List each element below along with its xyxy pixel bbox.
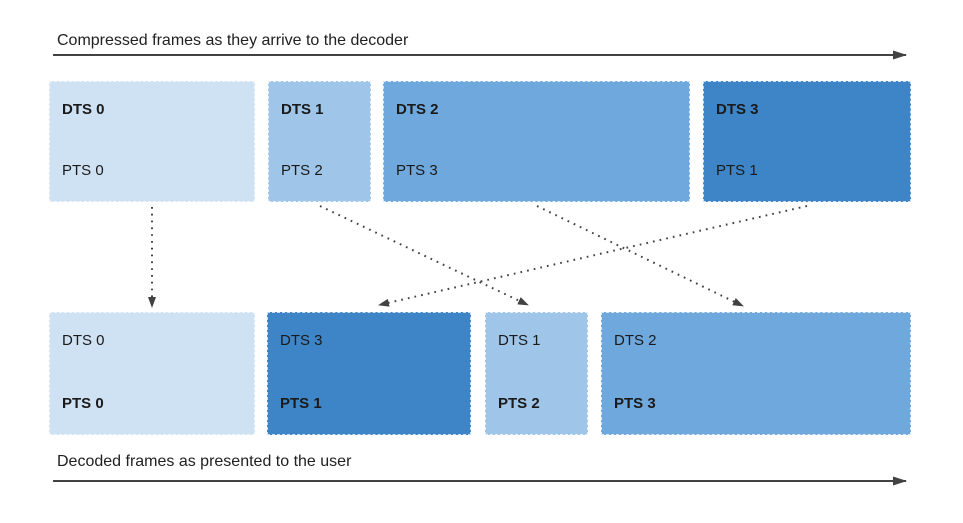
mapping-arrow-dts1-to-pts2 bbox=[319, 205, 529, 306]
pts-label: PTS 2 bbox=[281, 162, 323, 179]
compressed-frame-dts1: DTS 1 PTS 2 bbox=[268, 81, 371, 202]
pts-label: PTS 2 bbox=[498, 395, 540, 412]
dts-label: DTS 3 bbox=[280, 332, 323, 349]
compressed-frames-label: Compressed frames as they arrive to the … bbox=[57, 32, 409, 49]
mapping-arrow-dts3-to-pts1 bbox=[378, 205, 808, 307]
mapping-arrow-dts2-to-pts3 bbox=[536, 205, 744, 307]
decoded-frames-label: Decoded frames as presented to the user bbox=[57, 453, 352, 470]
pts-label: PTS 3 bbox=[396, 162, 438, 179]
dts-label: DTS 2 bbox=[396, 101, 439, 118]
pts-label: PTS 0 bbox=[62, 395, 104, 412]
dts-label: DTS 1 bbox=[281, 101, 324, 118]
decoded-frame-pts1: DTS 3 PTS 1 bbox=[267, 312, 471, 435]
compressed-frame-dts3: DTS 3 PTS 1 bbox=[703, 81, 911, 202]
dts-label: DTS 3 bbox=[716, 101, 759, 118]
decoded-frame-pts0: DTS 0 PTS 0 bbox=[49, 312, 255, 435]
pts-label: PTS 0 bbox=[62, 162, 104, 179]
dts-label: DTS 1 bbox=[498, 332, 541, 349]
pts-label: PTS 1 bbox=[280, 395, 322, 412]
decoded-frame-pts2: DTS 1 PTS 2 bbox=[485, 312, 588, 435]
pts-label: PTS 1 bbox=[716, 162, 758, 179]
decoded-frame-pts3: DTS 2 PTS 3 bbox=[601, 312, 911, 435]
compressed-frame-dts0: DTS 0 PTS 0 bbox=[49, 81, 255, 202]
compressed-frame-dts2: DTS 2 PTS 3 bbox=[383, 81, 690, 202]
pts-label: PTS 3 bbox=[614, 395, 656, 412]
dts-label: DTS 0 bbox=[62, 332, 105, 349]
dts-label: DTS 2 bbox=[614, 332, 657, 349]
dts-label: DTS 0 bbox=[62, 101, 105, 118]
